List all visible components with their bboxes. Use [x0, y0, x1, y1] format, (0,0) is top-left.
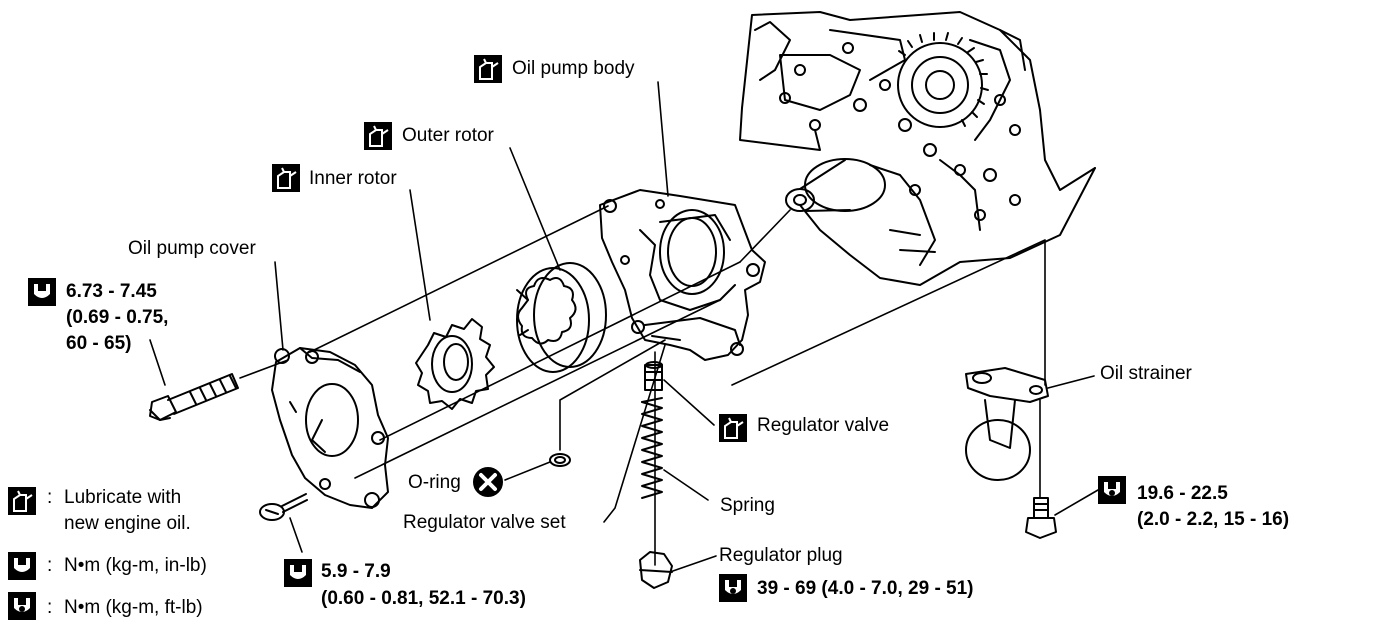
regulator-plug [639, 551, 673, 589]
assembly-centerlines [239, 205, 1046, 566]
torque-cover-bolt-line2: (0.69 - 0.75, [66, 307, 169, 328]
oil-pump-cover [271, 347, 389, 509]
engine-block [739, 11, 1096, 286]
torque-cover-bolt-line3: 60 - 65) [66, 333, 132, 354]
torque-wrench-in-lb-icon [8, 552, 36, 585]
torque-wrench-ft-lb-icon [1098, 476, 1126, 509]
label-regulator-valve-set: Regulator valve set [403, 512, 566, 533]
label-oil-pump-body: Oil pump body [512, 58, 635, 79]
outer-rotor [516, 262, 607, 373]
legend-lubricate-line1: Lubricate with [64, 487, 182, 508]
label-spring: Spring [720, 495, 775, 516]
torque-wrench-ft-lb-icon [8, 592, 36, 625]
torque-wrench-in-lb-icon [284, 559, 312, 592]
cover-screw [259, 493, 308, 521]
label-regulator-valve: Regulator valve [757, 415, 890, 436]
torque-wrench-in-lb-icon [28, 278, 56, 311]
oil-can-icon [474, 55, 502, 88]
torque-strainer-bolt-line1: 19.6 - 22.5 [1137, 483, 1228, 504]
label-oil-pump-cover: Oil pump cover [128, 238, 256, 259]
oil-can-icon [272, 164, 300, 197]
label-o-ring: O-ring [408, 472, 461, 493]
torque-strainer-bolt-line2: (2.0 - 2.2, 15 - 16) [1137, 509, 1290, 530]
label-inner-rotor: Inner rotor [309, 168, 397, 189]
legend-lubricate-line2: new engine oil. [64, 513, 191, 534]
torque-cover-bolt-line1: 6.73 - 7.45 [66, 281, 157, 302]
regulator-spring [641, 397, 663, 499]
oil-can-icon [719, 414, 747, 447]
legend-nm-inlb: N•m (kg-m, in-lb) [64, 555, 207, 576]
label-outer-rotor: Outer rotor [402, 125, 494, 146]
torque-cover-screw-line1: 5.9 - 7.9 [321, 561, 391, 582]
cover-bolt [149, 373, 239, 421]
oil-can-icon [364, 122, 392, 155]
regulator-valve [644, 361, 663, 391]
torque-wrench-ft-lb-icon [719, 574, 747, 607]
legend-nm-inlb-colon: : [47, 555, 53, 576]
oil-can-icon [8, 487, 36, 520]
legend-nm-ftlb-colon: : [47, 597, 53, 618]
oil-pump-body [599, 189, 766, 361]
o-ring [549, 453, 571, 467]
replace-x-icon [473, 467, 503, 497]
torque-cover-screw-line2: (0.60 - 0.81, 52.1 - 70.3) [321, 588, 526, 609]
label-oil-strainer: Oil strainer [1100, 363, 1192, 384]
legend-nm-ftlb: N•m (kg-m, ft-lb) [64, 597, 203, 618]
legend-lubricate-colon: : [47, 487, 53, 508]
label-regulator-plug: Regulator plug [719, 545, 843, 566]
strainer-bolt [1025, 497, 1057, 539]
oil-strainer [965, 367, 1049, 481]
inner-rotor [415, 318, 495, 410]
torque-regulator-plug: 39 - 69 (4.0 - 7.0, 29 - 51) [757, 578, 974, 599]
leader-lines [149, 81, 1099, 573]
